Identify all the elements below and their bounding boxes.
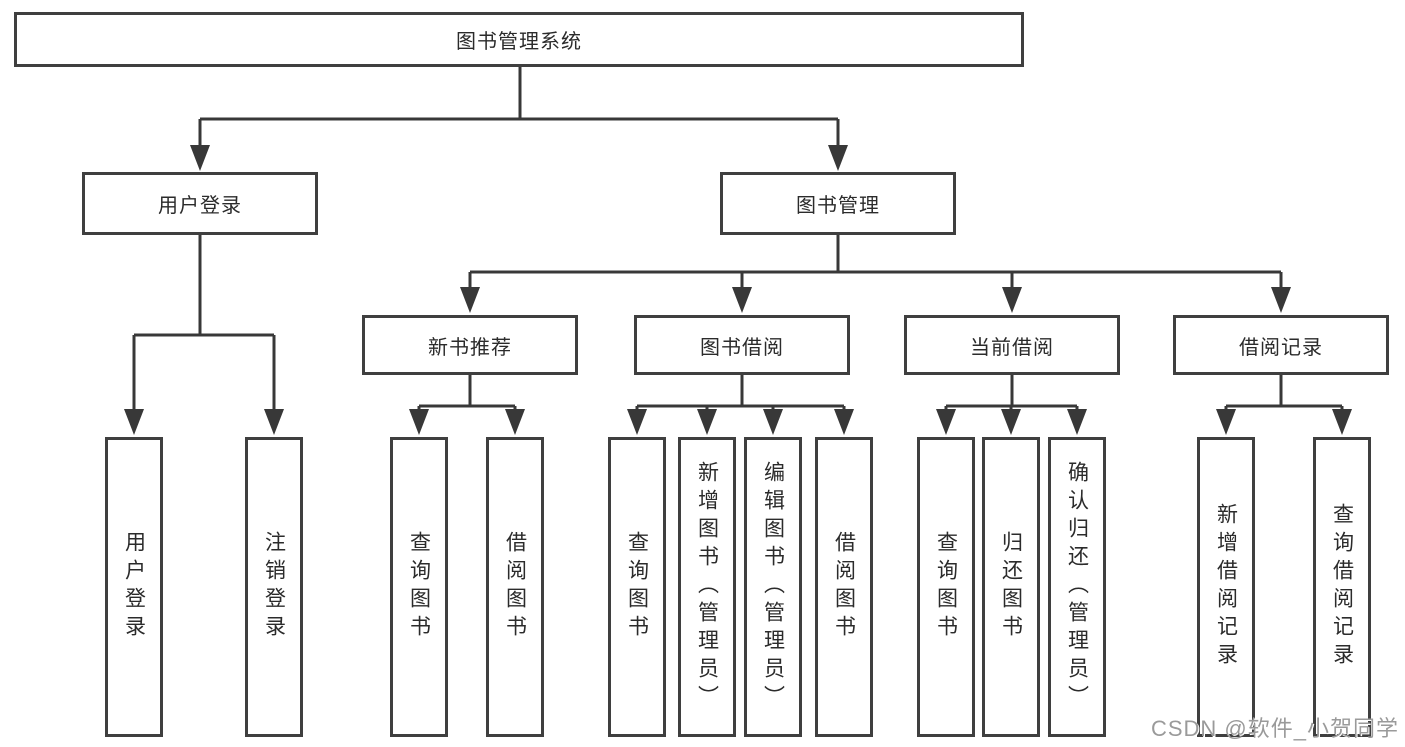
- node-book-management: 图书管理: [720, 172, 956, 235]
- leaf-user-login: 用户登录: [105, 437, 163, 737]
- leaf-label: 编辑图书（管理员）: [761, 461, 785, 713]
- leaf-query-borrow-record: 查询借阅记录: [1313, 437, 1371, 737]
- node-label: 图书借阅: [700, 336, 784, 359]
- leaf-return-book: 归还图书: [982, 437, 1040, 737]
- leaf-label: 借阅图书: [503, 531, 527, 643]
- leaf-label: 确认归还（管理员）: [1065, 461, 1089, 713]
- node-label: 图书管理系统: [456, 31, 582, 53]
- node-label: 用户登录: [158, 195, 242, 217]
- connector-lines: [132, 66, 1344, 414]
- leaf-query-book-2: 查询图书: [608, 437, 666, 737]
- node-label: 新书推荐: [428, 336, 512, 359]
- arrowhead-icons: [124, 145, 1352, 435]
- leaf-add-borrow-record: 新增借阅记录: [1197, 437, 1255, 737]
- node-borrow-records: 借阅记录: [1173, 315, 1389, 375]
- node-root: 图书管理系统: [14, 12, 1024, 67]
- node-label: 图书管理: [796, 195, 880, 217]
- leaf-borrow-book-2: 借阅图书: [815, 437, 873, 737]
- leaf-label: 借阅图书: [832, 531, 856, 643]
- leaf-edit-book-admin: 编辑图书（管理员）: [744, 437, 802, 737]
- leaf-label: 查询借阅记录: [1330, 503, 1354, 671]
- node-book-borrow: 图书借阅: [634, 315, 850, 375]
- node-current-borrow: 当前借阅: [904, 315, 1120, 375]
- leaf-add-book-admin: 新增图书（管理员）: [678, 437, 736, 737]
- leaf-query-book-3: 查询图书: [917, 437, 975, 737]
- leaf-borrow-book-1: 借阅图书: [486, 437, 544, 737]
- leaf-label: 新增借阅记录: [1214, 503, 1238, 671]
- leaf-confirm-return-admin: 确认归还（管理员）: [1048, 437, 1106, 737]
- leaf-logout: 注销登录: [245, 437, 303, 737]
- leaf-label: 查询图书: [407, 531, 431, 643]
- leaf-label: 查询图书: [625, 531, 649, 643]
- leaf-query-book-1: 查询图书: [390, 437, 448, 737]
- leaf-label: 新增图书（管理员）: [695, 461, 719, 713]
- node-user-login: 用户登录: [82, 172, 318, 235]
- node-label: 当前借阅: [970, 336, 1054, 359]
- csdn-watermark: CSDN @软件_小贺同学: [1150, 716, 1399, 741]
- leaf-label: 注销登录: [262, 531, 286, 643]
- leaf-label: 归还图书: [999, 531, 1023, 643]
- node-new-book-recommend: 新书推荐: [362, 315, 578, 375]
- leaf-label: 查询图书: [934, 531, 958, 643]
- leaf-label: 用户登录: [122, 531, 146, 643]
- node-label: 借阅记录: [1239, 336, 1323, 359]
